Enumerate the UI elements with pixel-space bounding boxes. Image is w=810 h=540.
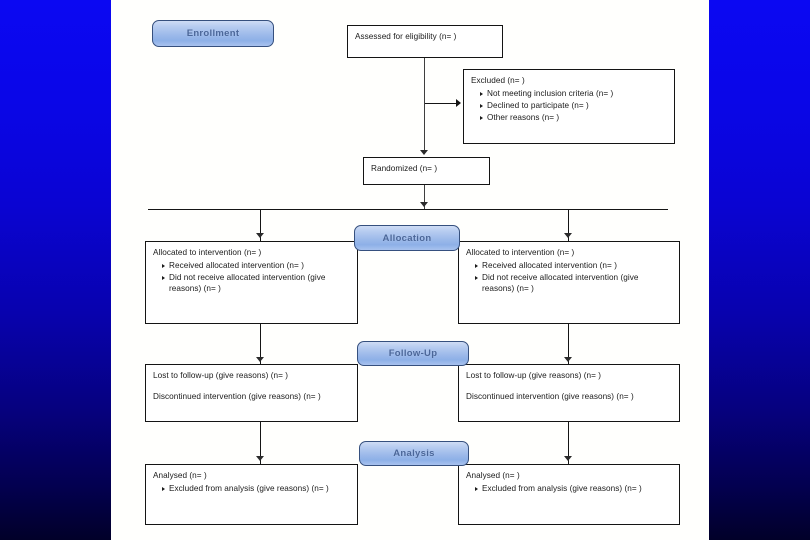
followup-left-line1: Lost to follow-up (give reasons) (n= ) [153,371,289,380]
connector-alloc-left-to-followup [260,324,261,365]
box-analysis-left: Analysed (n= ) Excluded from analysis (g… [145,464,358,525]
list-item: Other reasons (n= ) [480,112,668,124]
connector-followup-right-to-analysis [568,422,569,464]
connector-assessed-down [424,58,425,103]
list-item: Excluded from analysis (give reasons) (n… [162,483,351,495]
list-item: Received allocated intervention (n= ) [475,260,673,272]
box-allocation-left: Allocated to intervention (n= ) Received… [145,241,358,324]
connector-split-right [568,209,569,241]
arrowhead-followup-left-icon [256,357,264,362]
box-excluded: Excluded (n= ) Not meeting inclusion cri… [463,69,675,144]
connector-split-left [260,209,261,241]
box-assessed-for-eligibility: Assessed for eligibility (n= ) [347,25,503,58]
list-item: Did not receive allocated intervention (… [162,272,351,295]
banner-allocation: Allocation [354,225,460,251]
allocation-left-list: Received allocated intervention (n= ) Di… [153,260,351,295]
randomized-header: Randomized (n= ) [371,164,438,173]
assessed-header: Assessed for eligibility (n= ) [355,32,457,41]
banner-enrollment-label: Enrollment [186,28,240,39]
analysis-right-header: Analysed (n= ) [466,471,520,480]
allocation-left-header: Allocated to intervention (n= ) [153,248,262,257]
followup-right-line2: Discontinued intervention (give reasons)… [466,391,634,401]
banner-allocation-label: Allocation [382,232,432,244]
arrowhead-split-icon [420,202,428,207]
excluded-header: Excluded (n= ) [471,76,525,85]
connector-to-excluded [424,103,458,104]
list-item: Excluded from analysis (give reasons) (n… [475,483,673,495]
arrowhead-followup-right-icon [564,357,572,362]
banner-followup-label: Follow-Up [388,348,438,359]
arrowhead-randomized-icon [420,150,428,155]
list-item: Did not receive allocated intervention (… [475,272,673,295]
list-item: Received allocated intervention (n= ) [162,260,351,272]
allocation-right-header: Allocated to intervention (n= ) [466,248,575,257]
banner-followup: Follow-Up [357,341,469,366]
connector-alloc-right-to-followup [568,324,569,365]
banner-analysis-label: Analysis [393,448,435,459]
connector-split-bar [148,209,668,210]
banner-enrollment: Enrollment [152,20,274,47]
excluded-list: Not meeting inclusion criteria (n= ) Dec… [471,88,668,124]
allocation-right-list: Received allocated intervention (n= ) Di… [466,260,673,295]
analysis-left-list: Excluded from analysis (give reasons) (n… [153,483,351,495]
banner-analysis: Analysis [359,441,469,466]
arrowhead-analysis-right-icon [564,456,572,461]
connector-randomized-down [424,185,425,210]
arrowhead-alloc-right-icon [564,233,572,238]
analysis-right-list: Excluded from analysis (give reasons) (n… [466,483,673,495]
box-followup-right: Lost to follow-up (give reasons) (n= ) D… [458,364,680,422]
box-analysis-right: Analysed (n= ) Excluded from analysis (g… [458,464,680,525]
arrowhead-to-excluded-icon [456,99,461,107]
analysis-left-header: Analysed (n= ) [153,471,207,480]
followup-left-line2: Discontinued intervention (give reasons)… [153,391,321,401]
followup-right-line1: Lost to follow-up (give reasons) (n= ) [466,371,602,380]
connector-to-randomized [424,103,425,152]
list-item: Not meeting inclusion criteria (n= ) [480,88,668,100]
list-item: Declined to participate (n= ) [480,100,668,112]
arrowhead-analysis-left-icon [256,456,264,461]
arrowhead-alloc-left-icon [256,233,264,238]
white-content-panel: Enrollment Assessed for eligibility (n= … [111,0,709,540]
box-randomized: Randomized (n= ) [363,157,490,185]
box-followup-left: Lost to follow-up (give reasons) (n= ) D… [145,364,358,422]
box-allocation-right: Allocated to intervention (n= ) Received… [458,241,680,324]
connector-followup-left-to-analysis [260,422,261,464]
